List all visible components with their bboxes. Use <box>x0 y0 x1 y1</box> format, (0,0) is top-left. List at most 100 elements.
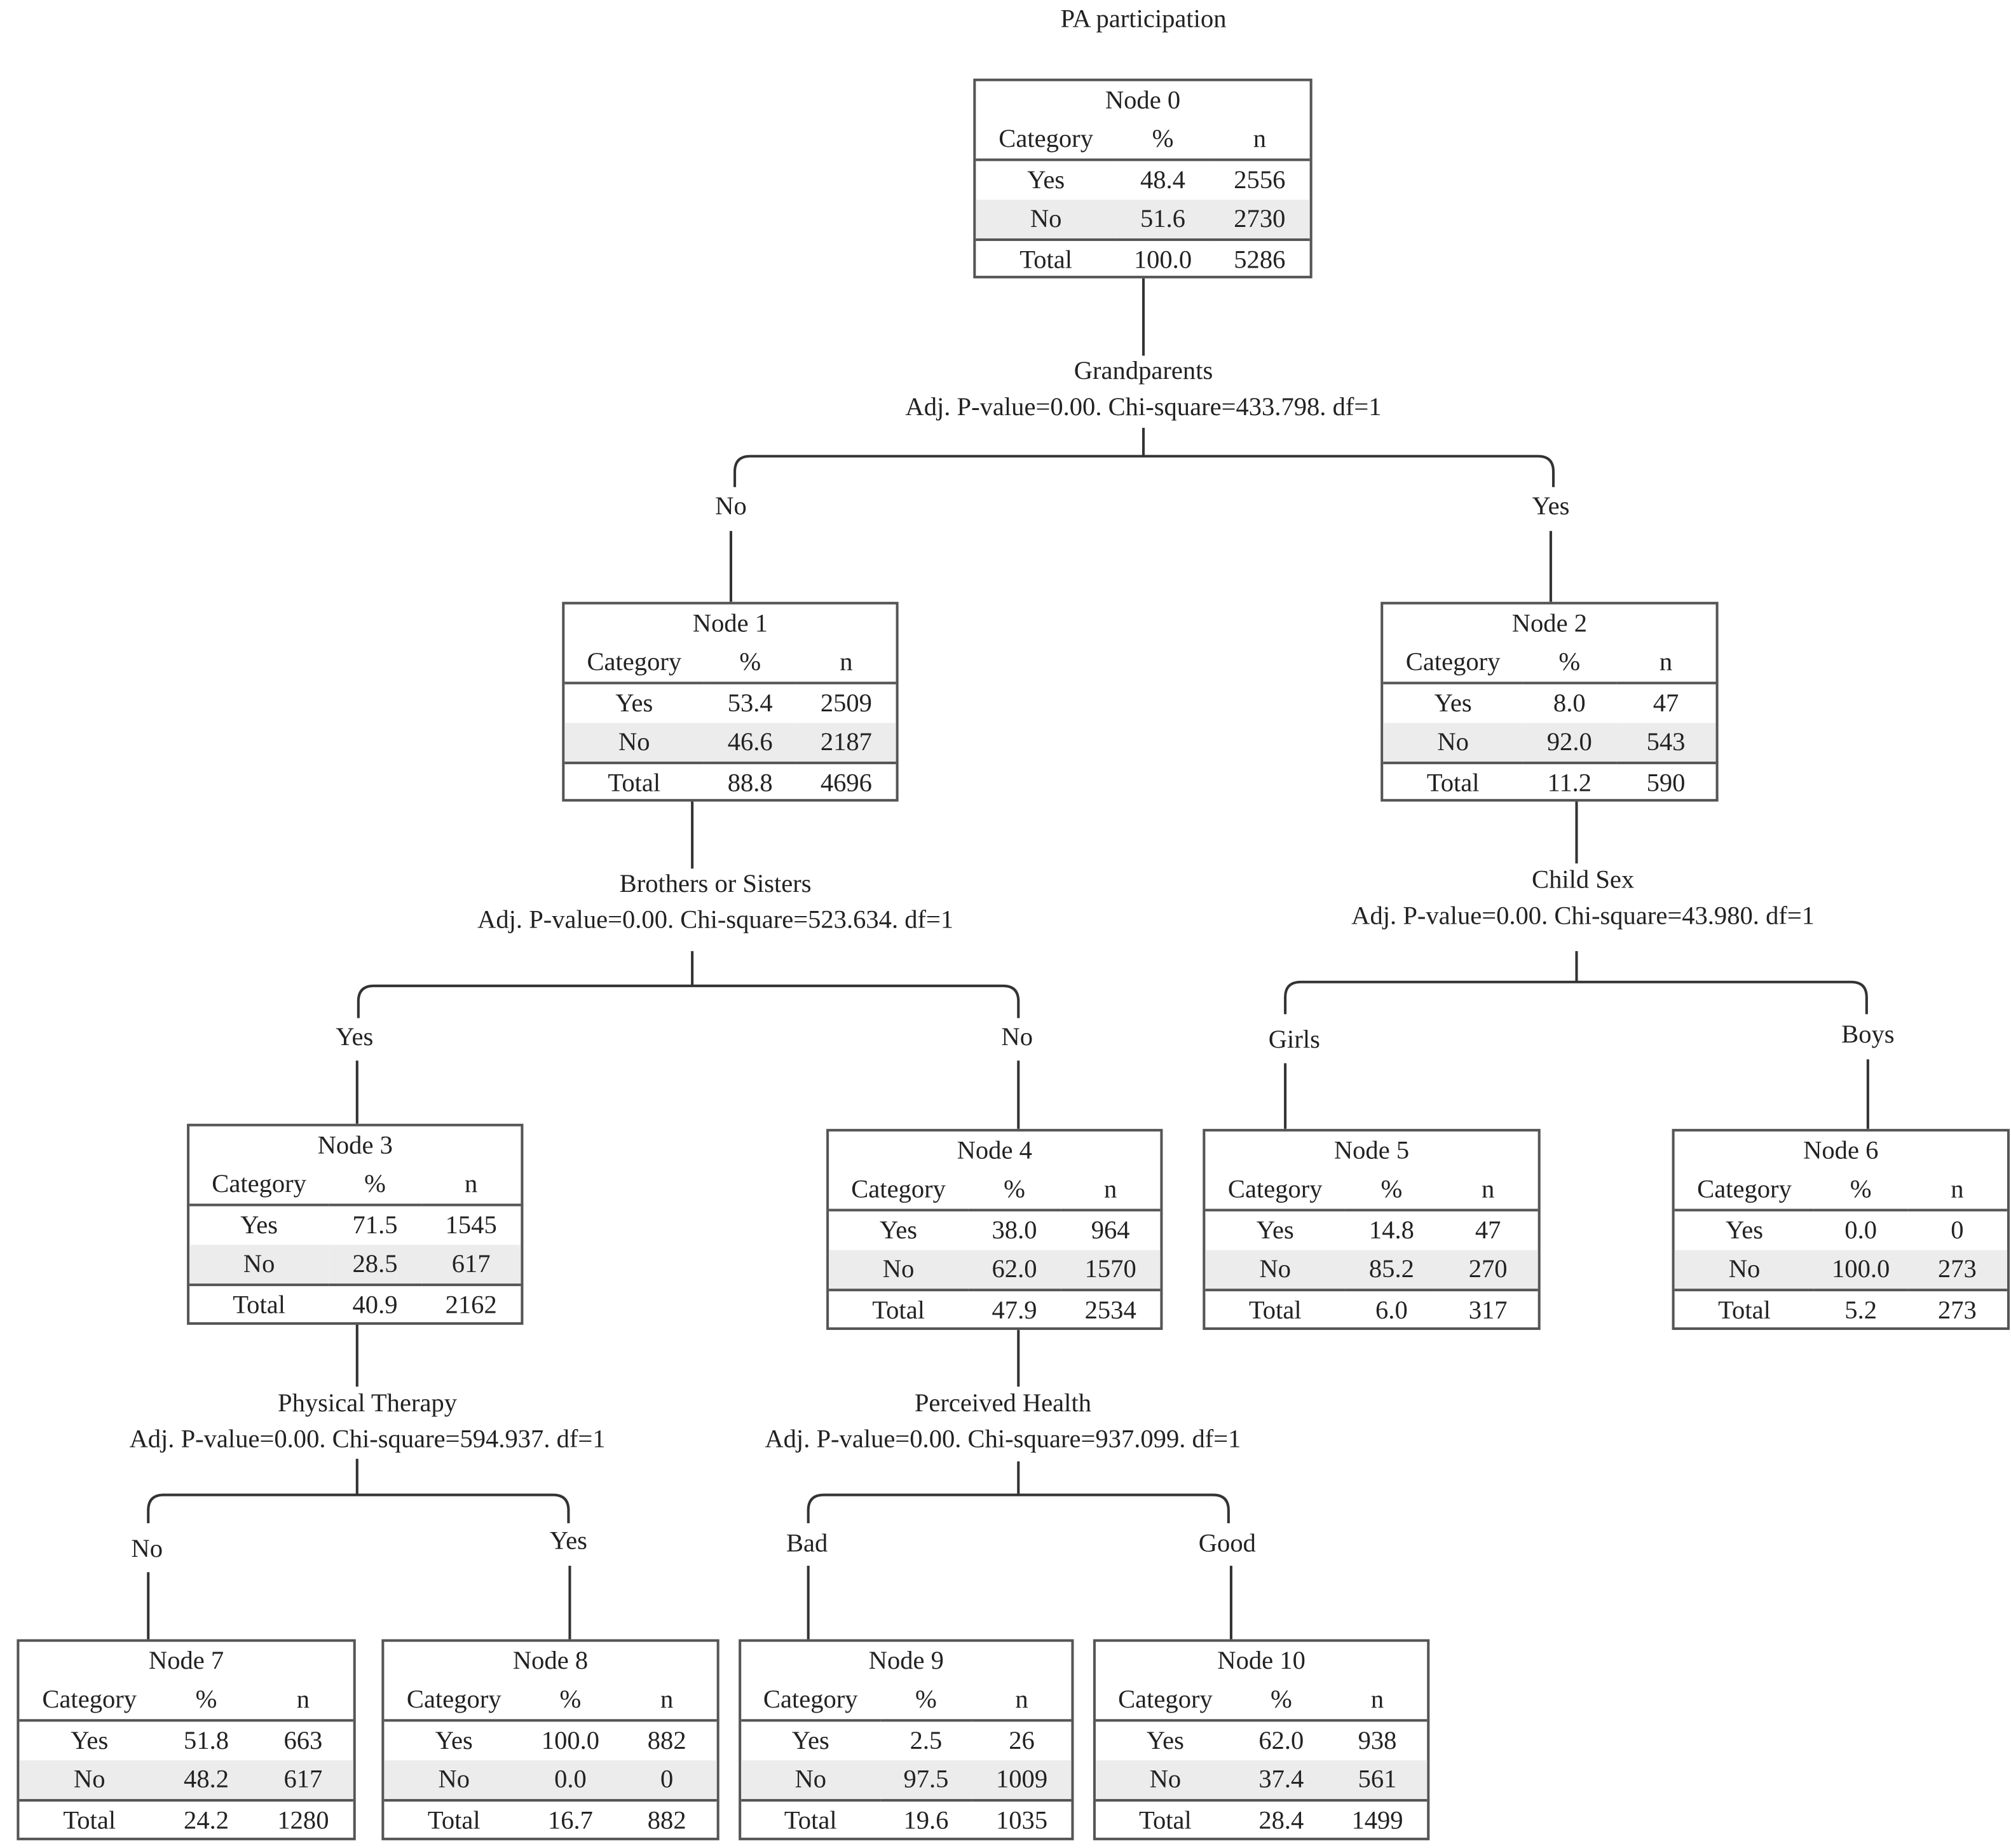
node-table-header: Category % n <box>1095 1680 1428 1722</box>
n-cell: 1280 <box>253 1798 353 1840</box>
category-cell: No <box>976 200 1116 240</box>
header-category: Category <box>1674 1170 1815 1212</box>
table-row-yes: Yes 48.4 2556 <box>976 160 1309 200</box>
header-percent: % <box>1345 1170 1438 1212</box>
split-variable: Grandparents <box>1074 357 1213 386</box>
n-cell: 964 <box>1091 1216 1130 1245</box>
header-n: n <box>972 1680 1072 1722</box>
table-row-total: Total 47.9 2534 <box>829 1289 1161 1331</box>
node-table: Category % n Yes 0.0 0 No 100.0 273 Tota… <box>1674 1170 2007 1331</box>
category-cell: No <box>1383 723 1524 763</box>
header-category: Category <box>829 1170 969 1212</box>
n-cell: 617 <box>421 1245 521 1285</box>
header-percent: % <box>1115 120 1210 161</box>
table-row-yes: Yes 62.0 938 <box>1096 1720 1427 1760</box>
node-table-header: Category % n <box>564 643 896 685</box>
n-cell: 590 <box>1616 762 1716 803</box>
header-n: n <box>1210 120 1310 161</box>
n-cell: 882 <box>617 1798 717 1840</box>
table-row-yes: Yes 38.0 964 <box>829 1210 1160 1250</box>
header-category: Category <box>741 1680 880 1722</box>
percent-cell: 97.5 <box>880 1760 972 1800</box>
percent-cell: 28.5 <box>329 1245 421 1285</box>
category-cell: Total <box>1205 1289 1346 1331</box>
node-6: Node 6 Category % n Yes 0.0 0 No 100.0 2… <box>1672 1128 2010 1331</box>
node-8: Node 8 Category % n Yes 100.0 882 No 0.0… <box>381 1639 719 1840</box>
category-cell: No <box>1205 1250 1346 1290</box>
branch-label: Bad <box>786 1530 828 1558</box>
category-cell: Total <box>829 1289 969 1331</box>
branch-label: No <box>131 1535 163 1563</box>
category-cell: Yes <box>240 1211 278 1240</box>
header-n: n <box>796 643 896 685</box>
node-table-header: Category % n <box>829 1170 1161 1212</box>
n-cell: 2162 <box>421 1283 521 1325</box>
category-cell: Yes <box>1725 1216 1764 1245</box>
header-n: n <box>1060 1170 1161 1212</box>
n-cell: 26 <box>1009 1727 1035 1756</box>
n-cell: 2556 <box>1234 166 1286 195</box>
percent-cell: 5.2 <box>1814 1289 1907 1331</box>
percent-cell: 100.0 <box>1115 238 1210 280</box>
node-table: Category % n Yes 62.0 938 No 37.4 561 To… <box>1095 1680 1428 1840</box>
table-row-yes: Yes 8.0 47 <box>1383 683 1715 723</box>
node-table-header: Category % n <box>976 120 1310 161</box>
node-label: Node 2 <box>1511 609 1588 638</box>
node-label: Node 1 <box>692 609 768 638</box>
percent-cell: 0.0 <box>1844 1216 1877 1245</box>
table-row-yes: Yes 0.0 0 <box>1675 1210 2007 1250</box>
percent-cell: 100.0 <box>1814 1250 1907 1290</box>
percent-cell: 40.9 <box>329 1283 421 1325</box>
percent-cell: 2.5 <box>910 1727 943 1756</box>
split-stats: Adj. P-value=0.00. Chi-square=523.634. d… <box>477 906 954 934</box>
split-label-perceived-health: Perceived Health Adj. P-value=0.00. Chi-… <box>616 1385 1389 1458</box>
header-category: Category <box>564 643 704 685</box>
split-variable: Child Sex <box>1532 866 1635 894</box>
node-4: Node 4 Category % n Yes 38.0 964 No 62.0… <box>826 1128 1163 1331</box>
node-table: Category % n Yes 38.0 964 No 62.0 1570 T… <box>829 1170 1161 1331</box>
header-category: Category <box>1095 1680 1235 1722</box>
header-n: n <box>1327 1680 1428 1722</box>
split-label-child-sex: Child Sex Adj. P-value=0.00. Chi-square=… <box>1196 862 1970 934</box>
percent-cell: 71.5 <box>352 1211 398 1240</box>
table-row-no: No 92.0 543 <box>1383 723 1716 763</box>
node-label: Node 3 <box>317 1131 393 1160</box>
split-stats: Adj. P-value=0.00. Chi-square=937.099. d… <box>765 1425 1241 1454</box>
category-cell: No <box>741 1760 880 1800</box>
n-cell: 317 <box>1438 1289 1538 1331</box>
branch-label: Yes <box>1532 492 1570 521</box>
table-row-yes: Yes 14.8 47 <box>1205 1210 1537 1250</box>
header-percent: % <box>704 643 797 685</box>
node-table: Category % n Yes 100.0 882 No 0.0 0 Tota… <box>384 1680 717 1840</box>
table-row-total: Total 28.4 1499 <box>1095 1798 1428 1840</box>
branch-label: Good <box>1198 1530 1256 1558</box>
header-category: Category <box>976 120 1116 161</box>
category-cell: No <box>1674 1250 1815 1290</box>
node-0: Node 0 Category % n Yes 48.4 2556 No 51.… <box>973 78 1312 280</box>
n-cell: 2534 <box>1060 1289 1161 1331</box>
percent-cell: 11.2 <box>1523 762 1616 803</box>
node-table-header: Category % n <box>1383 643 1716 685</box>
category-cell: Yes <box>791 1727 829 1756</box>
node-label: Node 4 <box>957 1136 1032 1165</box>
category-cell: No <box>19 1760 160 1800</box>
split-stats: Adj. P-value=0.00. Chi-square=433.798. d… <box>905 393 1382 421</box>
category-cell: No <box>829 1250 969 1290</box>
table-row-total: Total 6.0 317 <box>1205 1289 1538 1331</box>
category-cell: Total <box>19 1798 160 1840</box>
node-10: Node 10 Category % n Yes 62.0 938 No 37.… <box>1093 1639 1430 1840</box>
node-table: Category % n Yes 53.4 2509 No 46.6 2187 … <box>564 643 896 803</box>
node-5: Node 5 Category % n Yes 14.8 47 No 85.2 … <box>1203 1128 1541 1331</box>
table-row-total: Total 11.2 590 <box>1383 762 1716 803</box>
header-percent: % <box>968 1170 1061 1212</box>
n-cell: 273 <box>1907 1289 2007 1331</box>
percent-cell: 47.9 <box>968 1289 1061 1331</box>
table-row-no: No 46.6 2187 <box>564 723 896 763</box>
table-row-total: Total 100.0 5286 <box>976 238 1310 280</box>
category-cell: No <box>384 1760 524 1800</box>
category-cell: Yes <box>435 1727 473 1756</box>
percent-cell: 14.8 <box>1368 1216 1414 1245</box>
category-cell: Yes <box>880 1216 918 1245</box>
n-cell: 2730 <box>1210 200 1310 240</box>
header-n: n <box>1438 1170 1538 1212</box>
